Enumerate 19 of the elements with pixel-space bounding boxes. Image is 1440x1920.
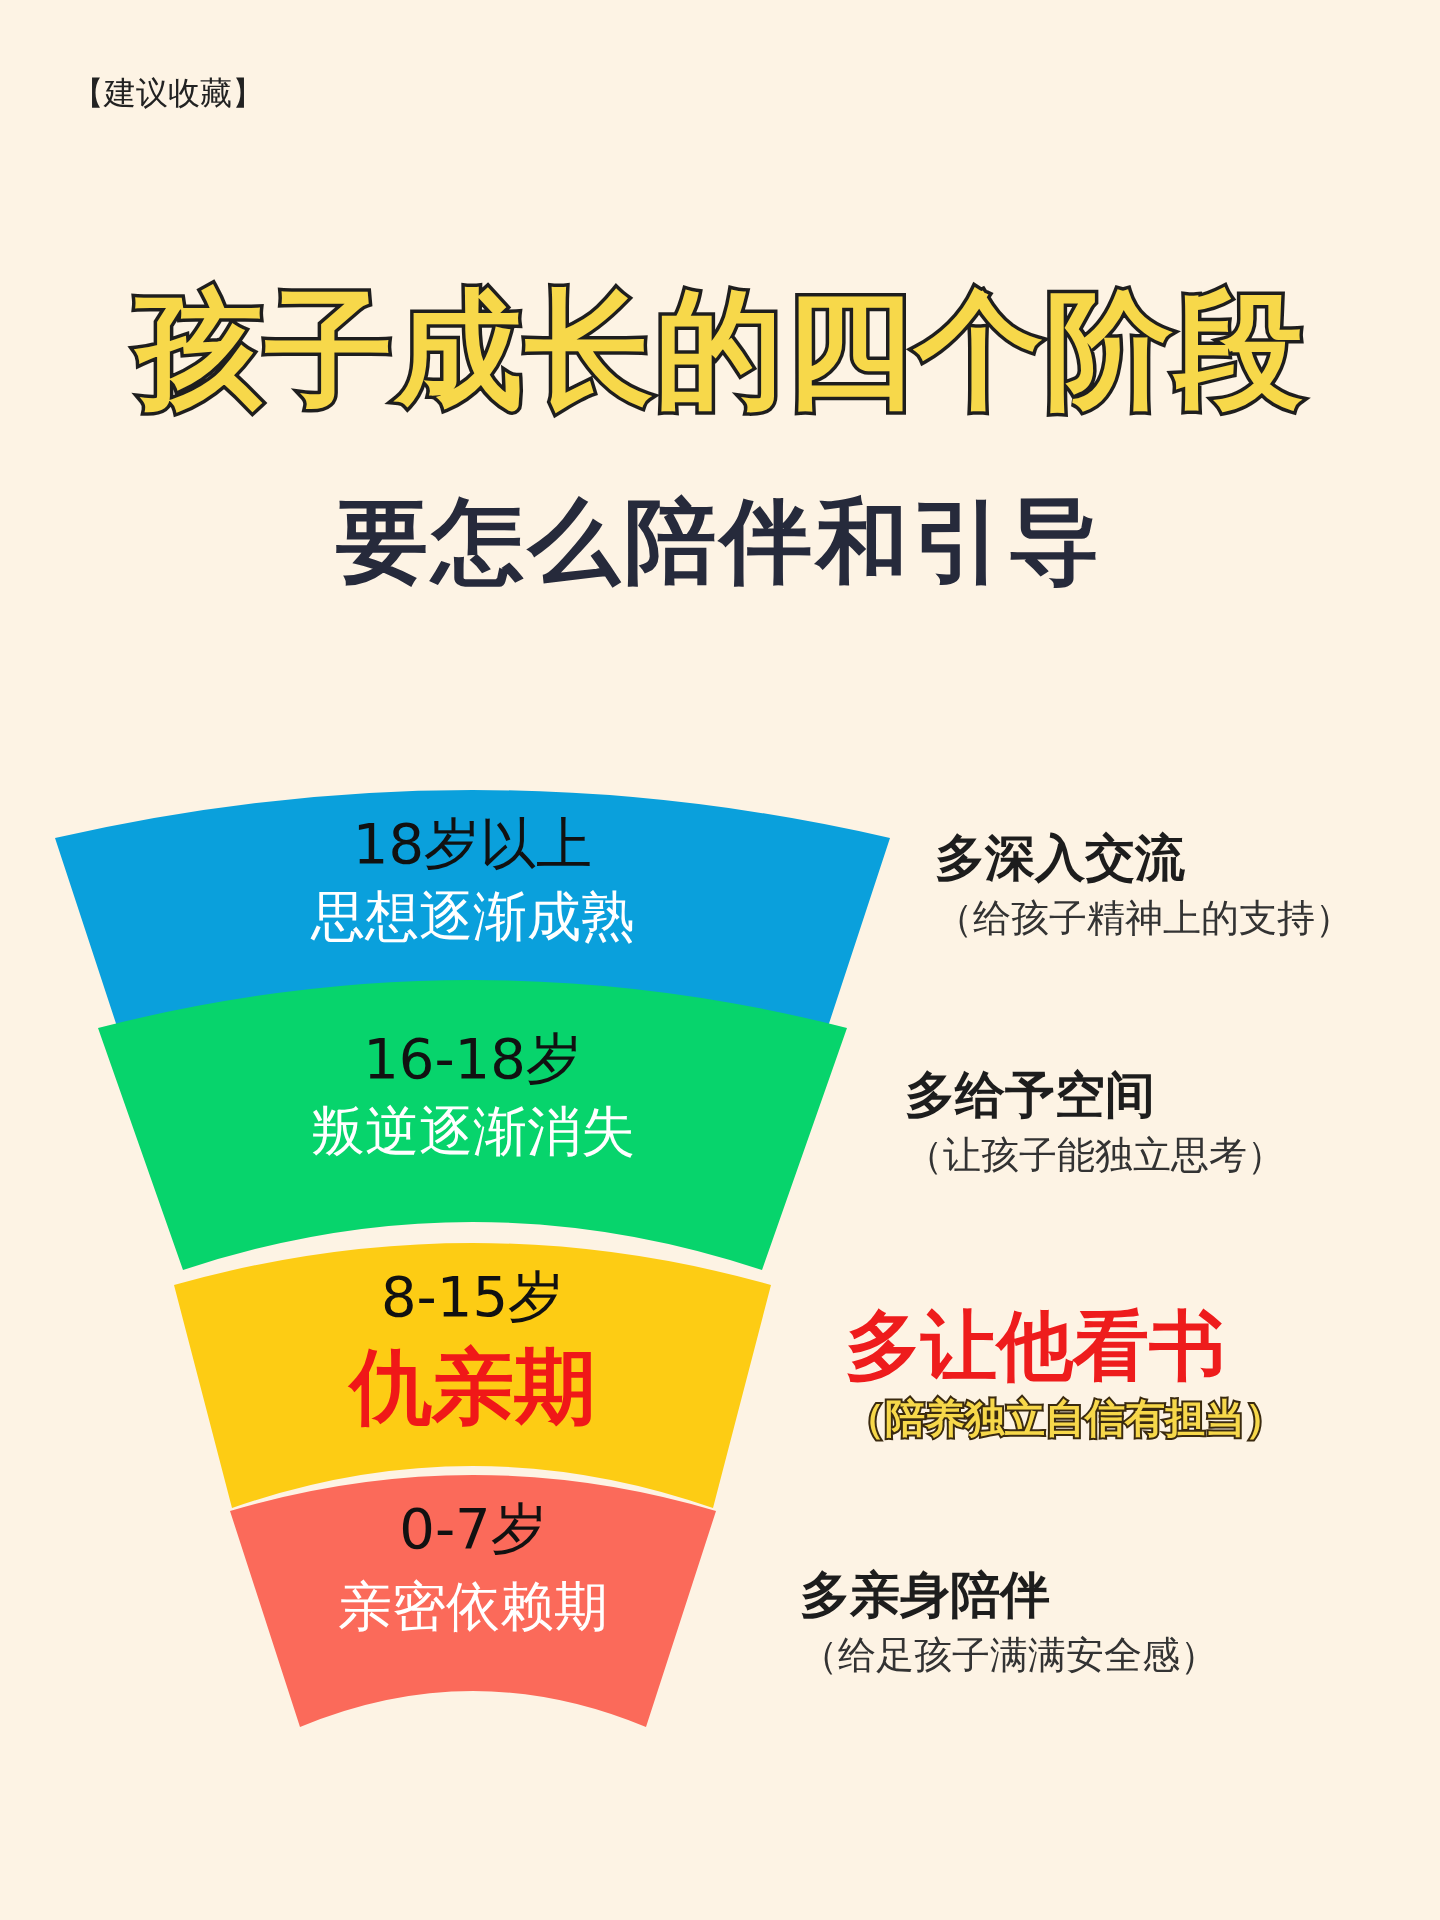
age-range: 18岁以上 xyxy=(351,810,594,878)
advice-note: （陪养独立自信有担当） xyxy=(845,1394,1285,1442)
stage-name: 亲密依赖期 xyxy=(337,1575,609,1640)
advice-heading: 多给予空间 xyxy=(905,1065,1155,1125)
advice-note: （给足孩子满满安全感） xyxy=(800,1633,1218,1679)
advice-note: （让孩子能独立思考） xyxy=(905,1133,1285,1179)
age-range: 0-7岁 xyxy=(398,1495,548,1563)
advice-heading: 多让他看书 xyxy=(845,1300,1225,1392)
stage-name: 叛逆逐渐消失 xyxy=(309,1100,636,1165)
stage-name: 思想逐渐成熟 xyxy=(309,885,636,950)
age-range: 16-18岁 xyxy=(362,1025,583,1093)
advice-heading: 多亲身陪伴 xyxy=(800,1565,1050,1625)
subtitle: 要怎么陪伴和引导 xyxy=(335,487,1105,597)
advice-note: （给孩子精神上的支持） xyxy=(935,896,1353,942)
age-range: 8-15岁 xyxy=(379,1263,566,1331)
title: 孩子成长的四个阶段 xyxy=(133,274,1306,426)
note-text: 【建议收藏】 xyxy=(72,73,264,114)
stage-name: 仇亲期 xyxy=(347,1338,597,1436)
advice-heading: 多深入交流 xyxy=(935,828,1185,888)
